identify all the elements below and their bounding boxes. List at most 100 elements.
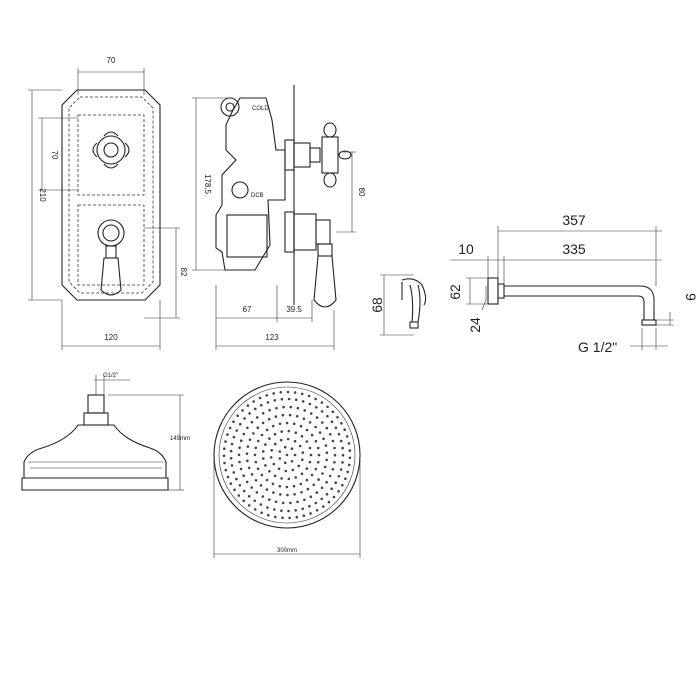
nozzle-dot <box>300 472 304 476</box>
nozzle-dot <box>330 420 334 424</box>
nozzle-dot <box>278 450 282 453</box>
nozzle-dot <box>303 409 307 412</box>
nozzle-dot <box>347 463 351 467</box>
nozzle-dot <box>256 439 260 443</box>
nozzle-dot <box>223 447 226 451</box>
nozzle-dot <box>308 402 312 406</box>
nozzle-dot <box>228 426 232 430</box>
nozzle-dot <box>229 449 233 453</box>
nozzle-dot <box>260 511 263 514</box>
nozzle-dot <box>253 508 257 511</box>
nozzle-dot <box>279 438 283 442</box>
crosshead-handle-icon <box>92 131 130 169</box>
nozzle-dot <box>307 394 311 398</box>
nozzle-dot <box>273 432 277 436</box>
nozzle-dot <box>296 406 300 410</box>
nozzle-dot <box>323 465 327 469</box>
nozzle-dot <box>324 444 328 447</box>
dim-arm-flange-height: 68 <box>369 297 385 313</box>
nozzle-dot <box>310 473 314 477</box>
nozzle-dot <box>300 435 304 438</box>
nozzle-dot <box>256 426 260 430</box>
nozzle-dot <box>328 474 332 478</box>
lever-side-icon <box>313 243 337 308</box>
nozzle-dot <box>267 417 271 421</box>
nozzle-dot <box>346 470 350 474</box>
nozzle-dot <box>339 439 343 443</box>
nozzle-dot <box>274 415 278 418</box>
nozzle-dot <box>265 394 269 397</box>
nozzle-dot <box>341 461 344 464</box>
nozzle-dot <box>334 426 338 430</box>
nozzle-dot <box>260 473 264 477</box>
nozzle-dot <box>317 478 320 481</box>
nozzle-dot <box>283 461 287 465</box>
nozzle-dot <box>268 437 271 440</box>
nozzle-dot <box>325 426 329 430</box>
nozzle-dot <box>238 484 242 487</box>
cold-inlet-icon <box>220 97 240 117</box>
nozzle-dot <box>252 400 255 403</box>
nozzle-dot <box>292 484 296 488</box>
nozzle-dot <box>268 408 271 412</box>
nozzle-dot <box>272 392 276 395</box>
nozzle-dot <box>239 439 243 443</box>
nozzle-dot <box>254 479 258 482</box>
nozzle-dot <box>337 490 340 493</box>
nozzle-dot <box>254 446 258 450</box>
nozzle-dot <box>280 430 284 433</box>
nozzle-dot <box>330 487 334 491</box>
nozzle-dot <box>246 404 250 407</box>
nozzle-dot <box>286 390 290 394</box>
nozzle-dot <box>242 474 245 478</box>
dim-overall-height: 210 <box>38 188 47 202</box>
nozzle-dot <box>250 473 254 476</box>
nozzle-dot <box>314 501 318 505</box>
shower-head-side-view: G1/2" 145mm <box>21 373 190 491</box>
arm-thread-label: G 1/2" <box>578 339 617 355</box>
nozzle-dot <box>224 440 227 443</box>
nozzle-dot <box>280 477 283 480</box>
nozzle-dot <box>278 484 282 488</box>
nozzle-dot <box>224 468 228 472</box>
nozzle-dot <box>242 499 245 503</box>
nozzle-dot <box>250 420 254 424</box>
nozzle-dot <box>223 461 226 465</box>
nozzle-dot <box>305 467 309 470</box>
nozzle-dot <box>322 505 325 508</box>
nozzle-dot <box>331 468 335 471</box>
nozzle-dot <box>305 478 309 482</box>
nozzle-dot <box>295 415 299 418</box>
nozzle-dot <box>279 391 283 394</box>
faceplate-upper-box <box>77 114 145 196</box>
nozzle-dot <box>243 417 246 420</box>
dim-arm-height: 62 <box>447 284 463 300</box>
nozzle-dot <box>290 447 294 451</box>
nozzle-dot <box>336 416 339 419</box>
nozzle-dot <box>326 405 329 409</box>
nozzle-dot <box>286 493 289 497</box>
nozzle-dot <box>315 491 319 494</box>
nozzle-dot <box>226 433 229 436</box>
nozzle-dot <box>316 446 320 450</box>
dim-arm-overall: 357 <box>562 212 586 228</box>
dim-spindle-spacing: 80 <box>357 188 366 197</box>
dcb-label: DCB <box>251 193 264 199</box>
nozzle-dot <box>333 446 336 450</box>
nozzle-dot <box>284 469 288 473</box>
nozzle-dot <box>255 491 259 494</box>
nozzle-dot <box>248 438 252 442</box>
nozzle-dot <box>248 412 251 415</box>
nozzle-dot <box>310 433 314 437</box>
nozzle-dot <box>261 412 265 415</box>
nozzle-dot <box>320 410 324 413</box>
dim-arm-drop: 9 <box>683 293 699 301</box>
nozzle-dot <box>238 422 242 426</box>
nozzle-dot <box>261 421 265 425</box>
nozzle-dot <box>264 443 267 446</box>
dim-arm-inner: 335 <box>562 241 586 257</box>
nozzle-dot <box>237 494 241 497</box>
nozzle-dot <box>343 428 347 432</box>
nozzle-dot <box>229 457 233 460</box>
